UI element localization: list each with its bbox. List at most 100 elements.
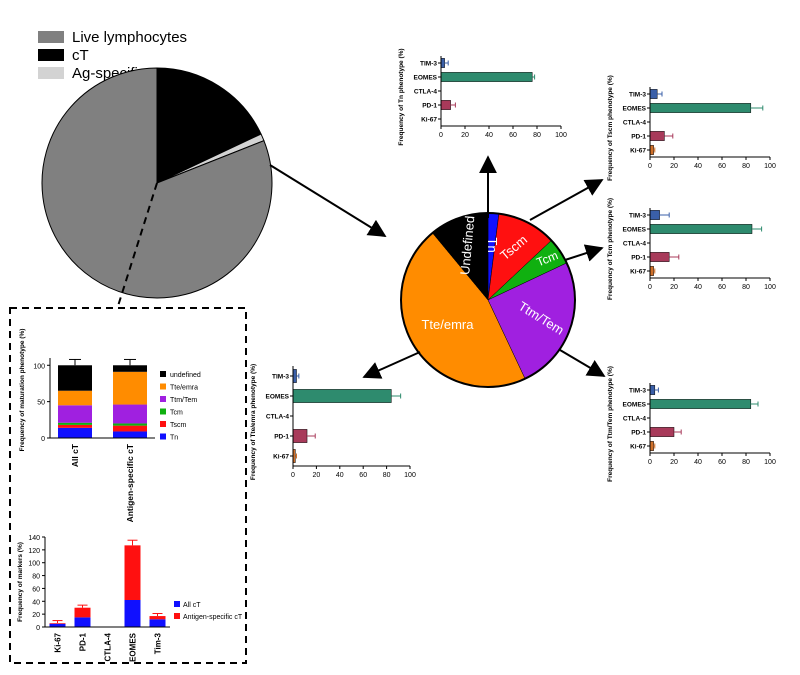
category-label-all-ct: All cT xyxy=(70,443,80,467)
xtick-label-100: 100 xyxy=(764,459,776,466)
legend-swatch-tcm xyxy=(160,408,166,415)
xtick-label-40: 40 xyxy=(336,472,344,479)
bar-ki-67 xyxy=(649,441,654,451)
stack-ki-67-all-ct xyxy=(49,623,66,627)
xtick-label-40: 40 xyxy=(694,163,702,170)
stack-eomes-all-ct xyxy=(124,600,141,627)
category-label-eomes: EOMES xyxy=(623,402,647,409)
legend-label-tte-emra: Tte/emra xyxy=(170,385,198,392)
ytick-label-100: 100 xyxy=(28,561,40,568)
xtick-label-20: 20 xyxy=(313,472,321,479)
xtick-label-0: 0 xyxy=(439,132,443,139)
category-label-pd-1: PD-1 xyxy=(422,103,437,110)
category-label-pd-1: PD-1 xyxy=(631,134,646,141)
xtick-label-60: 60 xyxy=(509,132,517,139)
bar-tim-3 xyxy=(649,210,660,220)
category-label-tim-3: TIM-3 xyxy=(629,388,646,395)
maturation-label-undefined: Undefined xyxy=(457,215,477,275)
ytick-label-120: 120 xyxy=(28,548,40,555)
xtick-label-100: 100 xyxy=(404,472,416,479)
legend-swatch-tn xyxy=(160,433,166,440)
category-label-tim-3: TIM-3 xyxy=(629,92,646,99)
category-label-eomes: EOMES xyxy=(414,75,438,82)
bar-pd-1 xyxy=(649,252,670,262)
legend-swatch-all-ct xyxy=(174,601,180,607)
xtick-label-20: 20 xyxy=(670,284,678,291)
category-label-ctla-4: CTLA-4 xyxy=(623,416,646,423)
legend-label-all-ct: All cT xyxy=(183,602,201,609)
bar-tim-3 xyxy=(649,89,658,99)
bar-eomes xyxy=(292,389,392,403)
xtick-label-100: 100 xyxy=(764,284,776,291)
bar-eomes xyxy=(440,72,533,82)
category-label-pd-1: PD-1 xyxy=(631,255,646,262)
legend-swatch-tscm xyxy=(160,421,166,427)
stack-all-ct-undefined xyxy=(58,365,92,391)
category-label-antigen-specific-ct: Antigen-specific cT xyxy=(125,443,135,522)
category-label-ki-67: Ki-67 xyxy=(54,632,63,652)
ytick-label-80: 80 xyxy=(32,574,40,581)
xtick-label-0: 0 xyxy=(291,472,295,479)
xtick-label-0: 0 xyxy=(648,163,652,170)
bar-eomes xyxy=(649,399,752,409)
category-label-ctla-4: CTLA-4 xyxy=(266,414,289,421)
ytick-label-0: 0 xyxy=(41,436,45,443)
legend-label-ttm-tem: Ttm/Tem xyxy=(170,397,197,404)
dashed-connector xyxy=(117,182,158,307)
stack-tim-3-antigen-specific-ct xyxy=(149,616,166,620)
y-axis-label: Frequency of Ttm/Tem phenotype (%) xyxy=(607,366,614,482)
category-label-ki-67: Ki-67 xyxy=(630,269,646,276)
bar-tim-3 xyxy=(649,385,656,395)
legend-label-antigen-specific-ct: Antigen-specific cT xyxy=(183,614,243,621)
xtick-label-80: 80 xyxy=(742,284,750,291)
bar-pd-1 xyxy=(292,429,308,443)
xtick-label-40: 40 xyxy=(694,284,702,291)
connector-arrows xyxy=(117,155,606,379)
arrow-main-to-maturation xyxy=(269,164,387,237)
maturation-label-tte-emra: Tte/emra xyxy=(421,317,474,332)
legend-label-ct: cT xyxy=(72,47,89,64)
bar-tim-3 xyxy=(440,58,445,68)
ytick-label-140: 140 xyxy=(28,535,40,542)
xtick-label-0: 0 xyxy=(648,459,652,466)
ytick-label-0: 0 xyxy=(36,625,40,632)
xtick-label-80: 80 xyxy=(742,163,750,170)
bar-eomes xyxy=(649,103,752,113)
xtick-label-100: 100 xyxy=(764,163,776,170)
category-label-tim-3: TIM-3 xyxy=(629,213,646,220)
stack-eomes-antigen-specific-ct xyxy=(124,545,141,600)
legend-swatch-undefined xyxy=(160,371,166,377)
ytick-label-40: 40 xyxy=(32,599,40,606)
stack-all-ct-tn xyxy=(58,427,92,438)
stack-all-ct-ttm-tem xyxy=(58,405,92,423)
category-label-tim-3: Tim-3 xyxy=(154,632,163,654)
legend-swatch-antigen-specific-ct xyxy=(174,613,180,619)
category-label-ki-67: Ki-67 xyxy=(273,454,289,461)
xtick-label-0: 0 xyxy=(648,284,652,291)
category-label-ctla-4: CTLA-4 xyxy=(623,241,646,248)
xtick-label-60: 60 xyxy=(718,284,726,291)
legend-swatch-ttm-tem xyxy=(160,396,166,402)
legend-label-tn: Tn xyxy=(170,435,178,442)
stack-tim-3-all-ct xyxy=(149,619,166,627)
category-label-eomes: EOMES xyxy=(623,227,647,234)
stack-antigen-specific-ct-tscm xyxy=(113,425,147,432)
xtick-label-60: 60 xyxy=(718,459,726,466)
xtick-label-80: 80 xyxy=(383,472,391,479)
bar-pd-1 xyxy=(649,427,675,437)
category-label-ctla-4: CTLA-4 xyxy=(414,89,437,96)
category-label-pd-1: PD-1 xyxy=(79,632,88,651)
bar-tim-3 xyxy=(292,369,297,383)
pie-slice-ct xyxy=(156,67,262,184)
bar-ki-67 xyxy=(649,145,654,155)
legend-swatch-live xyxy=(38,31,64,43)
bar-eomes xyxy=(649,224,753,234)
legend-swatch-tte-emra xyxy=(160,383,166,390)
xtick-label-60: 60 xyxy=(718,163,726,170)
inset-dashed-box xyxy=(9,307,247,664)
